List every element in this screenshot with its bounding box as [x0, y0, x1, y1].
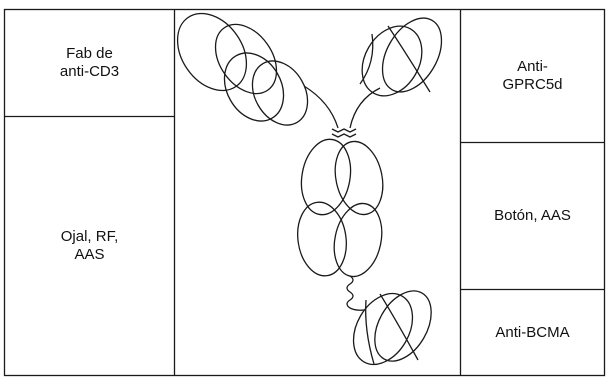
cl-domain-cd3: [241, 51, 318, 135]
ch1-domain-cd3: [213, 42, 296, 131]
label-anti-bcma: Anti-BCMA: [461, 290, 604, 375]
fc-region: [293, 135, 389, 281]
hinge-left-chain: [304, 86, 338, 128]
label-anti-cd3-fab: Fab de anti-CD3: [5, 10, 174, 116]
vh-domain-cd3: [163, 0, 260, 103]
ch3-domain-left-ojal: [293, 199, 351, 279]
crossover-curve-bcma: [366, 300, 374, 364]
disulfide-bond-1: [332, 129, 356, 132]
fab-domain-gprc5d-b: [370, 8, 453, 102]
hinge-region: [304, 86, 380, 137]
anti-gprc5d-fab-arm: [350, 8, 454, 107]
anti-cd3-fab-arm: [163, 0, 318, 135]
bcma-domain-b: [363, 281, 443, 371]
bcma-domain-a: [341, 283, 424, 375]
bcma-linker: [347, 276, 364, 310]
label-ojal-rf-aas: Ojal, RF, AAS: [5, 117, 174, 375]
crossover-curve-gprc5d: [360, 34, 373, 84]
fab-domain-gprc5d-a: [350, 15, 434, 106]
ch3-domain-right-boton: [328, 199, 388, 281]
label-anti-gprc5d: Anti- GPRC5d: [461, 10, 604, 142]
disulfide-bond-2: [332, 134, 356, 137]
crossover-line-gprc5d: [388, 26, 430, 92]
label-boton-aas: Botón, AAS: [461, 143, 604, 289]
crossover-line-bcma: [380, 294, 418, 360]
anti-bcma-domain: [341, 281, 442, 375]
